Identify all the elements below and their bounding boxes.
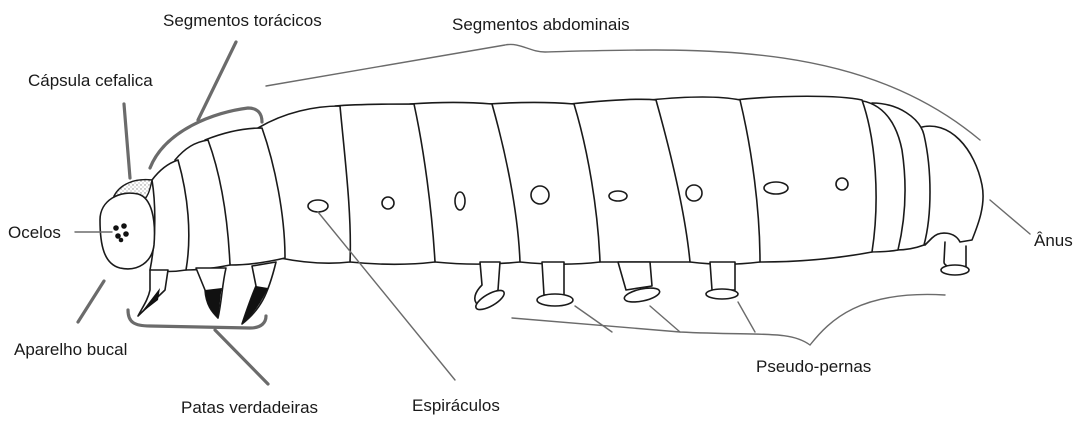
anal-proleg: [944, 242, 966, 268]
leader-anus: [990, 200, 1030, 234]
leader-proleg-4: [738, 302, 755, 332]
proleg-3: [618, 262, 661, 305]
label-pseudo-pernas: Pseudo-pernas: [756, 357, 871, 376]
proleg-1: [473, 262, 507, 313]
label-segmentos-toracicos: Segmentos torácicos: [163, 11, 322, 30]
label-ocelos: Ocelos: [8, 223, 61, 242]
true-leg-2: [196, 268, 226, 318]
leader-mouthparts: [78, 281, 104, 322]
caterpillar-body: [100, 96, 983, 324]
head: [100, 193, 154, 269]
label-capsula-cefalica: Cápsula cefalica: [28, 71, 153, 90]
true-leg-3: [242, 262, 276, 324]
leader-true-legs: [215, 330, 268, 384]
thoracic-segment-1: [150, 160, 189, 272]
bracket-prolegs: [512, 294, 945, 345]
proleg-2: [537, 262, 573, 306]
label-patas-verdadeiras: Patas verdadeiras: [181, 398, 318, 417]
leader-proleg-3: [650, 306, 680, 332]
label-segmentos-abdominais: Segmentos abdominais: [452, 15, 630, 34]
label-anus: Ânus: [1034, 231, 1073, 250]
anal-proleg-foot: [941, 265, 969, 275]
true-leg-1: [138, 270, 168, 316]
label-espiraculos: Espiráculos: [412, 396, 500, 415]
leader-head-capsule: [124, 104, 130, 178]
label-aparelho-bucal: Aparelho bucal: [14, 340, 127, 359]
leader-thoracic: [198, 42, 236, 120]
leader-proleg-1: [575, 306, 612, 332]
proleg-4: [706, 262, 738, 299]
